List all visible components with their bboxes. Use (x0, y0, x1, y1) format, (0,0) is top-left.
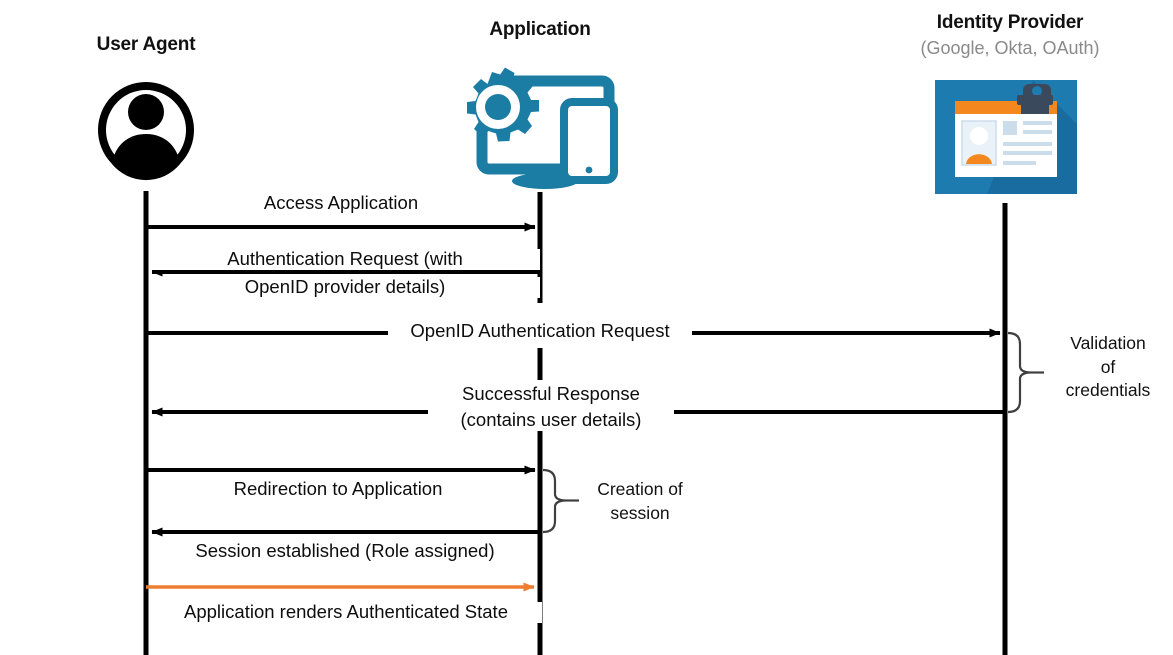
message-label-redirection-to-application: Redirection to Application (186, 478, 490, 500)
note-line-1: Validation (1070, 333, 1146, 353)
message-label-successful-response-line1: Successful Response (438, 383, 664, 405)
actor-title-identity-provider: Identity Provider (936, 12, 1084, 33)
actor-subtitle-identity-provider: (Google, Okta, OAuth) (920, 38, 1100, 58)
message-label-application-renders-authenticated-state: Application renders Authenticated State (150, 601, 542, 623)
actor-title-application: Application (489, 19, 591, 40)
message-label-successful-response-line2: (contains user details) (428, 409, 674, 431)
brace-creation-of-session (542, 468, 579, 534)
message-label-session-established: Session established (Role assigned) (160, 540, 530, 562)
note-validation-of-credentials: Validation of credentials (1046, 332, 1170, 403)
note-line-2: session (610, 502, 670, 523)
actor-title-user-agent: User Agent (96, 34, 196, 55)
brace-validation-of-credentials (1007, 331, 1044, 414)
message-label-authentication-request-line1: Authentication Request (with (150, 248, 540, 270)
note-line-3: credentials (1065, 380, 1151, 401)
note-creation-of-session: Creation of session (580, 478, 700, 525)
message-label-openid-authentication-request: OpenID Authentication Request (388, 320, 692, 342)
note-line-1: Creation of (597, 479, 683, 499)
id-badge-icon (935, 80, 1077, 194)
person-circle-icon (98, 76, 194, 184)
message-label-access-application: Access Application (181, 192, 501, 214)
gear-monitor-tablet-icon (452, 66, 630, 192)
message-label-authentication-request-line2: OpenID provider details) (150, 276, 540, 298)
note-line-2: of (1100, 356, 1116, 377)
